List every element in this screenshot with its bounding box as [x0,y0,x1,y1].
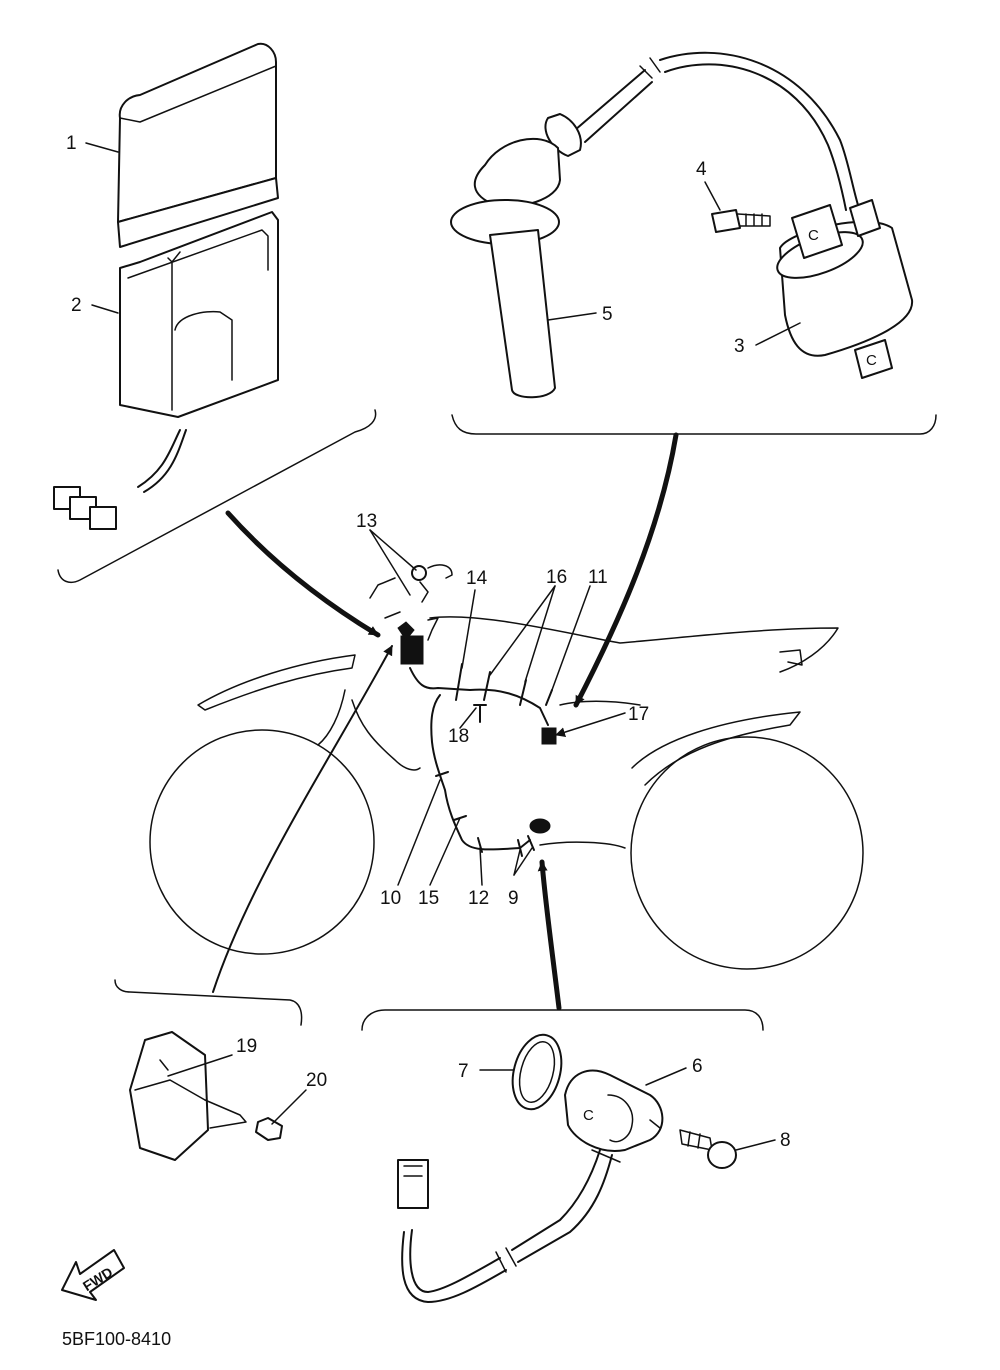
coil-terminal-top-mark: C [808,227,819,244]
coil-callout-frame [451,414,937,435]
part-code: 5BF100-8410 [62,1329,171,1349]
engine-outline [539,700,641,849]
cdi-wire [137,429,187,493]
clamp-9 [517,835,535,857]
arrow-to-coil [573,432,679,708]
shroud-outline [369,577,401,619]
rectifier-callout-frame [114,979,303,1026]
rear-frame [317,689,421,771]
o-ring [511,1033,563,1111]
rectifier-bracket [204,1099,247,1129]
neutral-switch-connector [397,1159,429,1209]
neutral-switch-body [564,1069,664,1152]
cdi-unit-body [117,42,277,223]
clamp-12 [477,837,483,853]
clamp-14 [455,663,463,701]
cdi-callout-frame [57,409,377,583]
cdi-unit-assembly [53,42,279,530]
seat-tank-line [429,616,839,673]
rectifier-body [129,1031,209,1161]
clamp-16a [483,671,491,701]
plug-cap-elbow [473,138,561,208]
neutral-switch-assembly: C [397,1033,737,1303]
coil-bolt [711,209,741,233]
callout-15: 15 [418,888,439,909]
callout-19: 19 [236,1036,257,1057]
clamp-16b [519,679,527,706]
arrow-to-rectifier [212,645,393,993]
callout-11: 11 [588,567,608,588]
coil-terminal-top [791,204,843,259]
callout-12: 12 [468,888,489,909]
coil-terminal-bottom-mark: C [866,352,877,369]
rectifier-assembly [129,1031,283,1161]
coil-terminal-bottom [854,339,893,379]
bolt-18 [473,704,487,723]
callout-10: 10 [380,888,401,909]
callout-6: 6 [692,1056,703,1077]
callout-2: 2 [71,295,82,316]
cdi-band [117,177,279,248]
callout-13: 13 [356,511,377,532]
callout-1: 1 [66,133,77,154]
motorcycle-outline [149,577,864,970]
callout-9: 9 [508,888,519,909]
callout-18: 18 [448,726,469,747]
leader-arrows [212,432,679,1011]
callout-14: 14 [466,568,488,589]
arrow-to-cdi [225,510,381,638]
fwd-arrow-icon [61,1249,125,1301]
cdi-case-body [119,211,279,418]
callout-17: 17 [628,704,649,725]
callout-frames [57,409,937,1031]
bracket-13 [419,581,439,641]
callout-3: 3 [734,336,745,357]
neutral-switch-mark: C [583,1107,594,1124]
callout-numbers: 1 2 3 4 5 6 7 8 9 10 11 12 13 14 15 16 1… [66,133,791,1151]
cdi-connector-c [89,506,117,530]
front-fender [631,711,801,786]
front-number-plate [779,649,803,666]
cdi-unit-on-frame [400,635,424,665]
neutral-switch-bolt [679,1129,713,1151]
neutral-switch-on-frame [529,818,551,834]
ignition-coil-assembly: C C [450,51,914,399]
callout-5: 5 [602,304,613,325]
spark-plug-lead [574,51,859,211]
plug-cap-tube [489,229,556,399]
rear-wheel [149,729,375,955]
callout-4: 4 [696,159,707,180]
callout-16: 16 [546,567,567,588]
arrow-to-sensor [537,859,562,1011]
wiring-harness [397,564,557,857]
callout-8: 8 [780,1130,791,1151]
coil-tower [849,199,881,237]
callout-7: 7 [458,1061,469,1082]
ignition-coil-on-frame [541,727,557,745]
clamp-10 [435,771,449,777]
cdi-connector-on-frame [397,621,415,641]
sensor-callout-frame [361,1009,764,1031]
front-wheel [630,736,864,970]
neutral-switch-wire [511,1149,613,1263]
rectifier-bolt [255,1117,283,1141]
fwd-arrow: FWD [61,1249,125,1301]
callout-20: 20 [306,1070,327,1091]
rear-fender [197,654,356,711]
callout-leaders [85,142,801,1151]
band-11 [545,689,553,706]
